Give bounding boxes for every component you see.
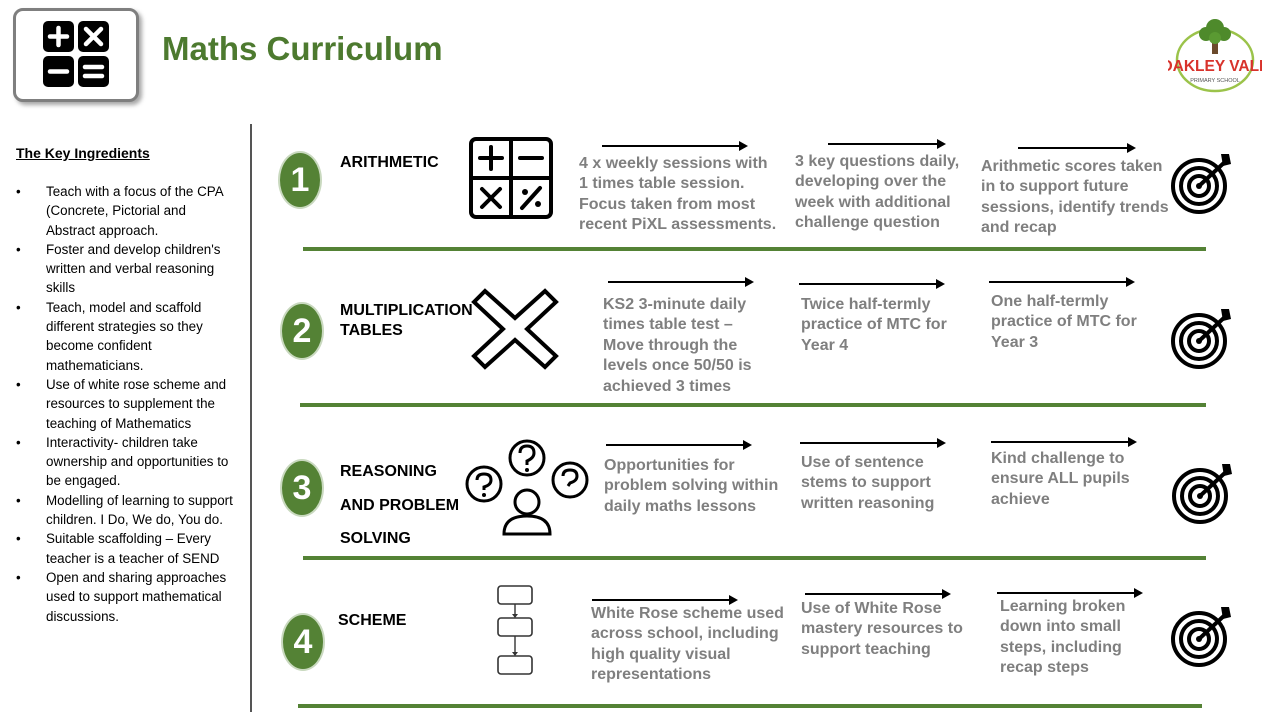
flow-arrow <box>991 437 1137 447</box>
flow-arrow <box>799 279 945 289</box>
page-title: Maths Curriculum <box>162 30 443 67</box>
row-cell: 3 key questions daily, developing over t… <box>795 153 960 232</box>
target-icon <box>1169 605 1235 667</box>
list-item: Use of white rose scheme and resources t… <box>16 375 236 433</box>
flow-arrow <box>805 589 951 599</box>
row-label: REASONING AND PROBLEM SOLVING <box>340 463 460 547</box>
flow-arrow <box>606 440 752 450</box>
row-cell: White Rose scheme used across school, in… <box>591 605 784 684</box>
row-cell: 4 x weekly sessions with 1 times table s… <box>579 155 777 234</box>
target-icon <box>1169 307 1235 369</box>
school-type: PRIMARY SCHOOL <box>1190 78 1240 84</box>
row-cell: Learning broken down into small steps, i… <box>1000 598 1126 677</box>
flow-arrow <box>608 277 754 287</box>
row-divider <box>300 403 1206 407</box>
row-divider <box>298 704 1202 708</box>
row-cell: KS2 3-minute daily times table test – Mo… <box>603 296 752 395</box>
list-item: Foster and develop children's written an… <box>16 240 236 298</box>
target-icon <box>1169 152 1235 214</box>
vertical-divider <box>250 124 252 712</box>
list-item: Teach with a focus of the CPA (Concrete,… <box>16 182 236 240</box>
flow-arrow <box>602 141 748 151</box>
row-label: SCHEME <box>338 612 407 629</box>
calculator-icon <box>468 136 554 220</box>
key-ingredients-heading: The Key Ingredients <box>16 145 150 161</box>
row-divider <box>303 556 1206 560</box>
row-label: ARITHMETIC <box>340 154 439 171</box>
target-icon <box>1170 462 1236 524</box>
row-cell: Opportunities for problem solving within… <box>604 457 779 515</box>
list-item: Interactivity- children take ownership a… <box>16 433 236 491</box>
list-item: Modelling of learning to support childre… <box>16 491 236 530</box>
thinking-person-icon <box>462 438 592 536</box>
school-logo: OAKLEY VALE PRIMARY SCHOOL <box>1161 14 1269 94</box>
row-cell: Kind challenge to ensure ALL pupils achi… <box>991 450 1130 508</box>
flow-arrow <box>592 595 738 605</box>
flow-arrow <box>989 277 1135 287</box>
list-item: Suitable scaffolding – Every teacher is … <box>16 529 236 568</box>
row-cell: One half-termly practice of MTC for Year… <box>991 293 1137 351</box>
flow-arrow <box>1018 143 1136 153</box>
row-number-badge: 2 <box>280 302 324 360</box>
multiply-icon <box>470 287 560 371</box>
row-number-badge: 4 <box>281 613 325 671</box>
row-cell: Use of White Rose mastery resources to s… <box>801 600 963 658</box>
flowchart-icon <box>496 584 534 678</box>
row-cell: Twice half-termly practice of MTC for Ye… <box>801 296 947 354</box>
row-cell: Use of sentence stems to support written… <box>801 454 935 512</box>
flow-arrow <box>800 438 946 448</box>
row-number-badge: 3 <box>280 459 324 517</box>
math-operators-icon <box>43 21 109 87</box>
list-item: Open and sharing approaches used to supp… <box>16 568 236 626</box>
flow-arrow <box>828 139 946 149</box>
tree-trunk-icon <box>1212 38 1218 54</box>
row-cell: Arithmetic scores taken in to support fu… <box>981 158 1169 237</box>
flow-arrow <box>997 588 1143 598</box>
key-ingredients-list: Teach with a focus of the CPA (Concrete,… <box>16 182 236 626</box>
row-number-badge: 1 <box>278 151 322 209</box>
row-divider <box>303 247 1206 251</box>
maths-symbols-logo <box>13 8 139 102</box>
list-item: Teach, model and scaffold different stra… <box>16 298 236 375</box>
school-name: OAKLEY VALE <box>1168 58 1262 75</box>
row-label: MULTIPLICATION TABLES <box>340 302 473 339</box>
